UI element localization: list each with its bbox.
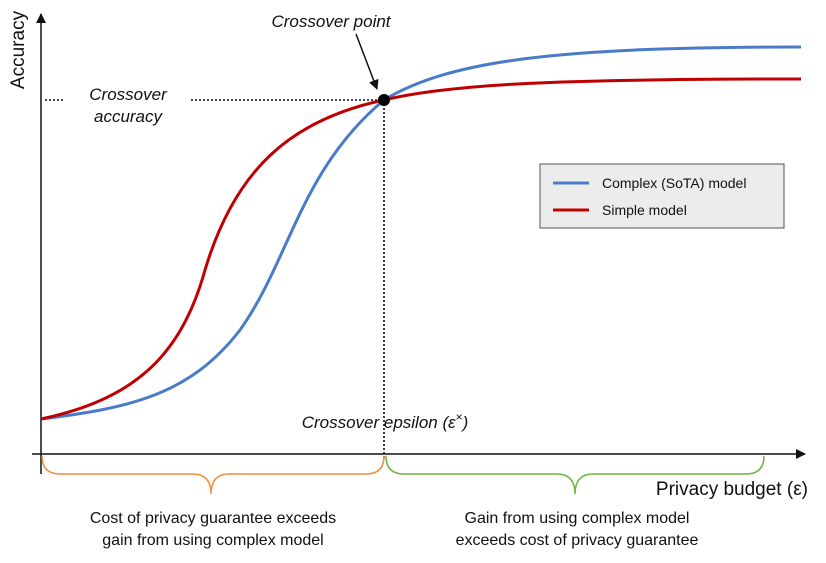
crossover-point-marker	[378, 94, 390, 106]
left-region-brace	[41, 455, 385, 495]
x-axis-label: Privacy budget (ε)	[656, 479, 808, 500]
left-region-text-line2: gain from using complex model	[102, 532, 323, 549]
crossover-epsilon-symbol: ε	[448, 413, 456, 432]
legend: Complex (SoTA) model Simple model	[539, 163, 785, 229]
right-region-brace	[385, 455, 765, 495]
right-region-text-line2: exceeds cost of privacy guarantee	[456, 532, 699, 549]
crossover-epsilon-prefix: Crossover epsilon (	[302, 413, 451, 432]
crossover-point-label: Crossover point	[271, 12, 391, 31]
crossover-epsilon-suffix: )	[461, 413, 469, 432]
left-region-text-line1: Cost of privacy guarantee exceeds	[90, 510, 336, 527]
legend-box	[539, 163, 785, 229]
crossover-accuracy-label-line1: Crossover	[89, 85, 168, 104]
complex-model-curve	[40, 45, 802, 421]
crossover-accuracy-label-line2: accuracy	[94, 107, 164, 126]
legend-label-simple: Simple model	[602, 202, 687, 218]
y-axis-label: Accuracy	[8, 10, 29, 89]
legend-label-complex: Complex (SoTA) model	[602, 175, 746, 191]
simple-model-curve	[40, 77, 802, 421]
right-region-text-line1: Gain from using complex model	[465, 510, 690, 527]
crossover-point-arrow	[355, 33, 379, 90]
crossover-epsilon-superscript: ×	[456, 410, 463, 424]
crossover-epsilon-label: Crossover epsilon (ε×)	[302, 410, 469, 432]
